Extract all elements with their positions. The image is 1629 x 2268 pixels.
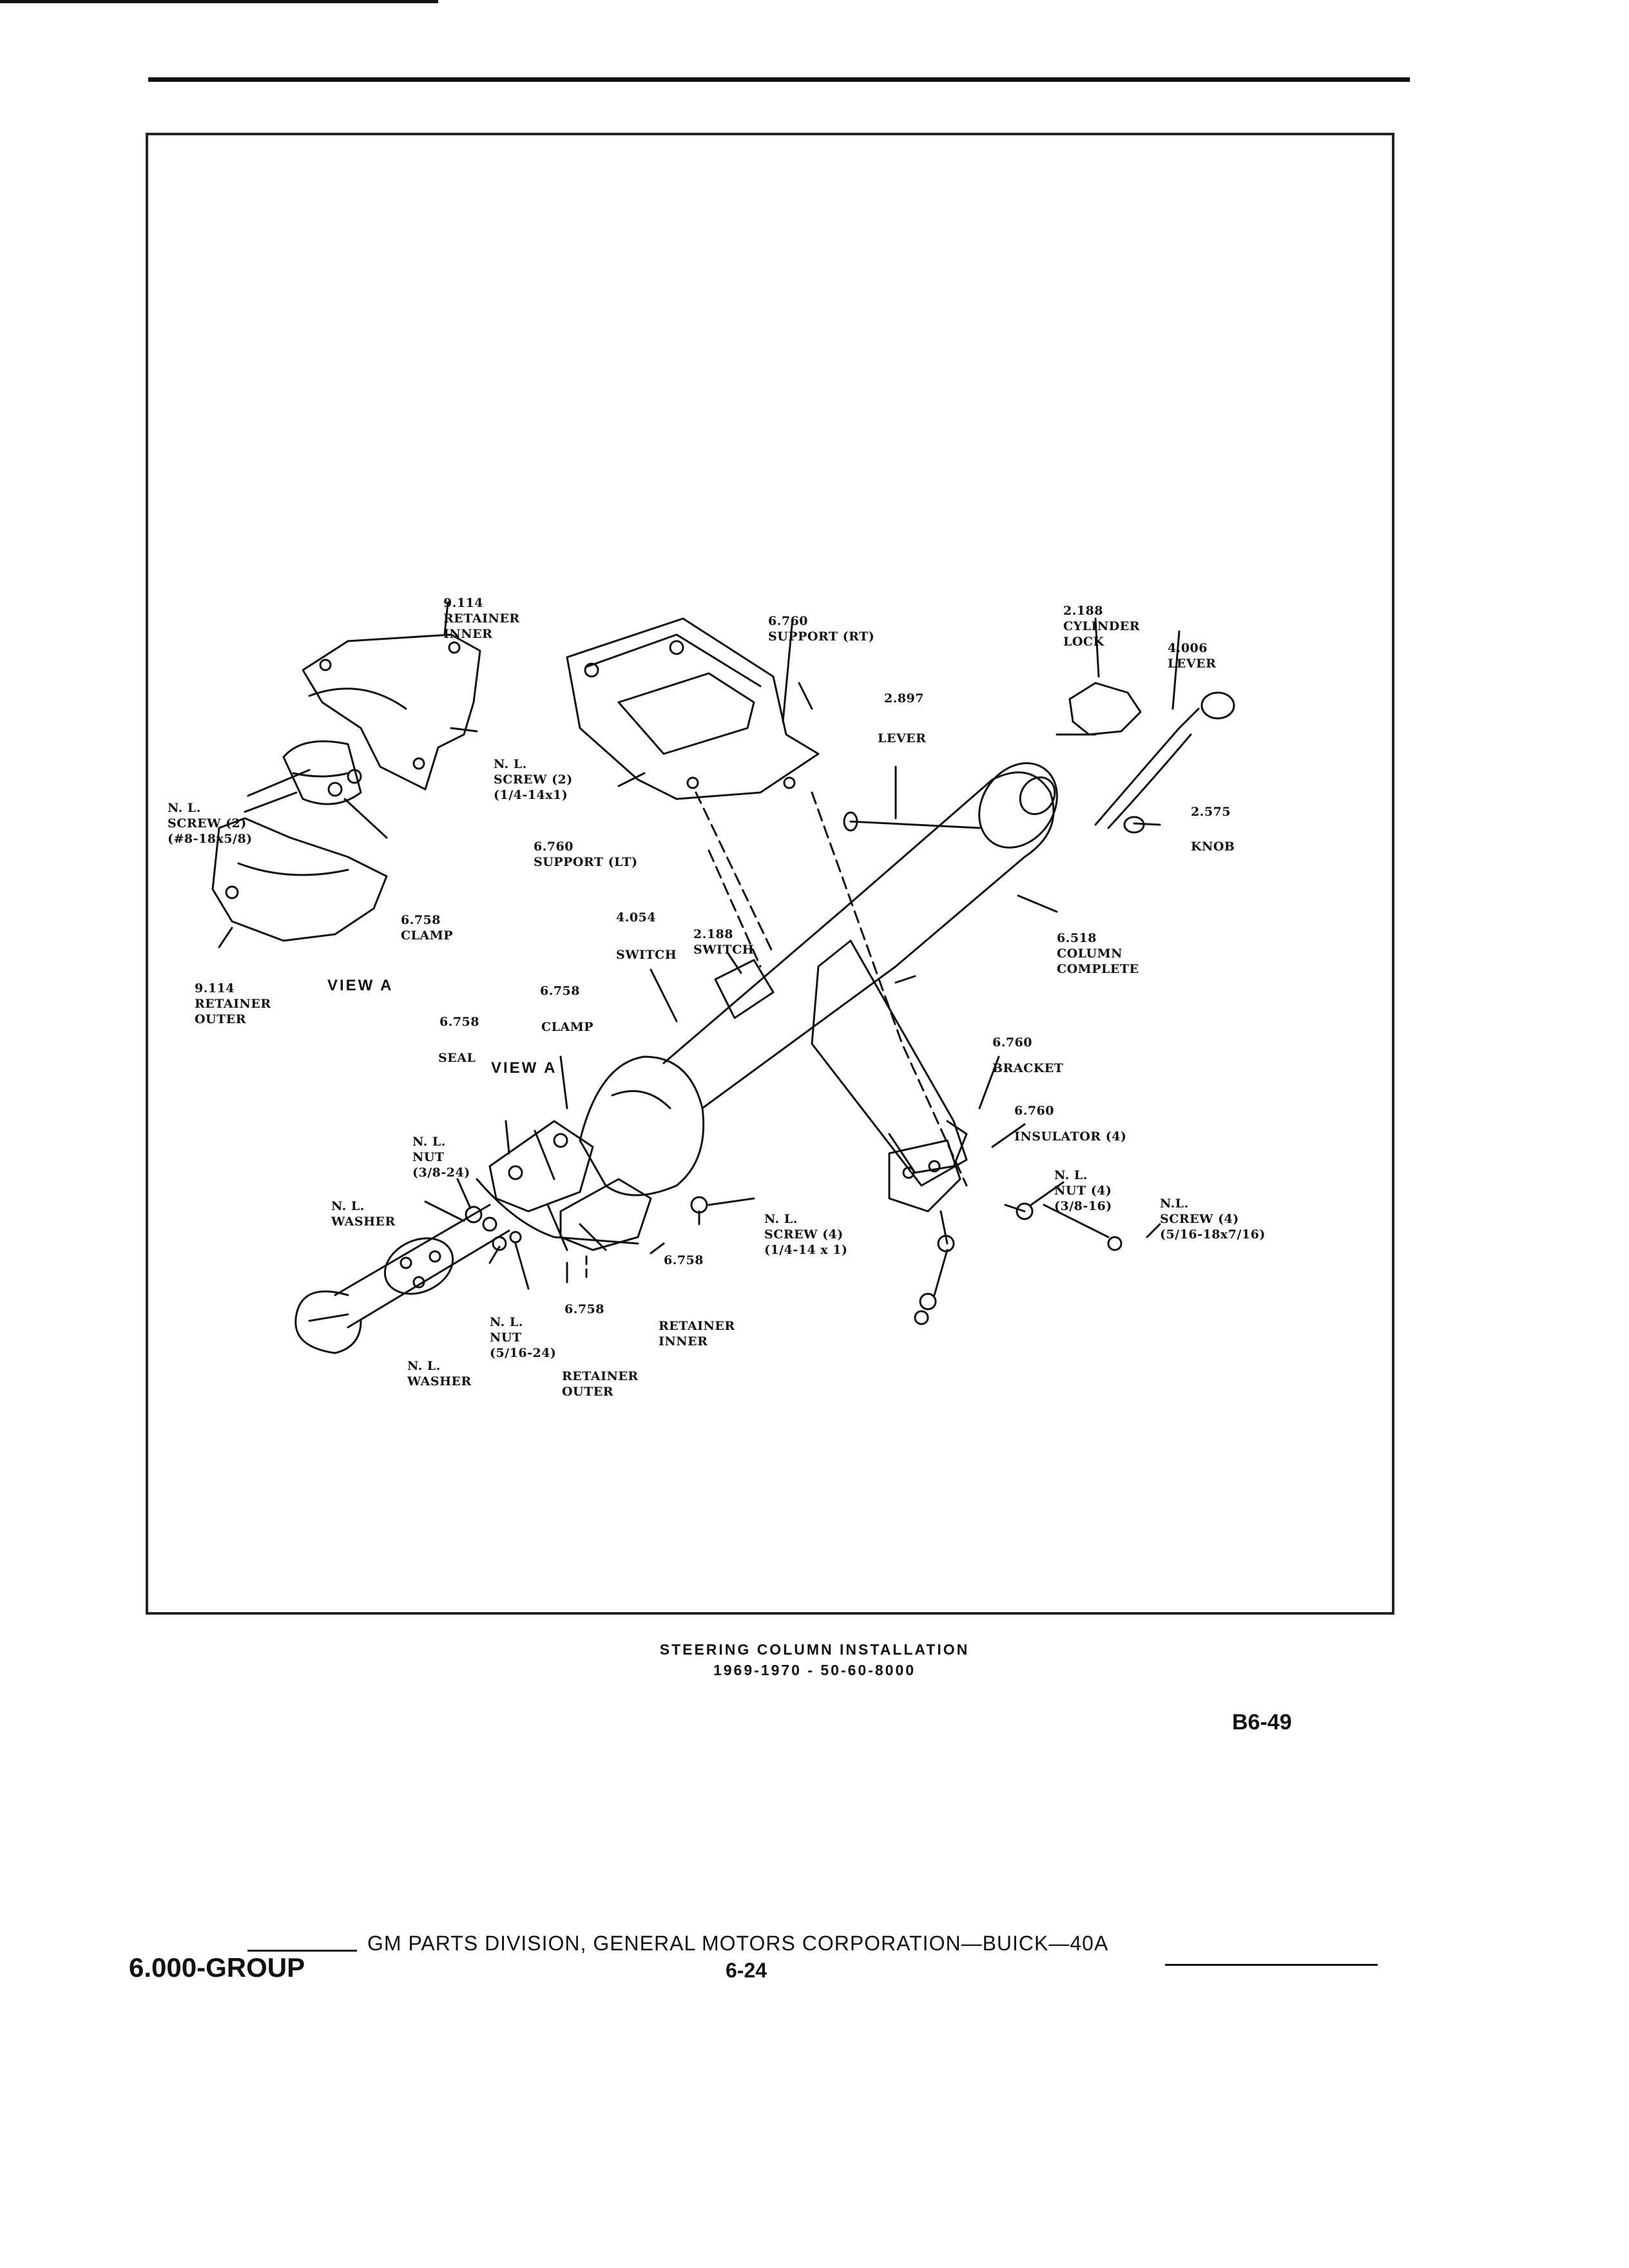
column-bracket <box>811 939 968 1187</box>
label-6758-a: 6.758 <box>540 984 580 998</box>
label-nl-washer-lower: N. L.WASHER <box>407 1359 472 1389</box>
retainer-outer-plate <box>211 817 388 942</box>
label-lever-mid: LEVER <box>878 731 927 745</box>
diagram-frame <box>146 133 1394 1615</box>
cylinder-lock-body <box>1068 682 1142 736</box>
label-nl-nut-516: N. L.NUT(5/16-24) <box>490 1315 557 1360</box>
label-nl-washer-upper: N. L.WASHER <box>331 1199 396 1229</box>
label-6758-c: 6.758 <box>664 1253 704 1267</box>
label-view-a-left: VIEW A <box>327 977 394 994</box>
label-seal: SEAL <box>438 1051 476 1065</box>
footer-rule-right <box>1165 1964 1378 1966</box>
label-nl-screw-left: N. L.SCREW (2)(#8-18x5/8) <box>168 801 253 846</box>
label-nl-screw-516: N.L.SCREW (4)(5/16-18x7/16) <box>1160 1196 1266 1242</box>
label-2897: 2.897 <box>884 691 924 706</box>
label-view-a-mid: VIEW A <box>491 1059 557 1077</box>
column-middle-tube <box>662 907 897 1110</box>
label-nl-nut-3824: N. L.NUT(3/8-24) <box>412 1135 470 1180</box>
column-upper-tube <box>843 771 1055 968</box>
label-6758-b: 6.758 <box>439 1015 479 1029</box>
insulator-block <box>888 1139 961 1213</box>
footer-division: GM PARTS DIVISION, GENERAL MOTORS CORPOR… <box>367 1932 1109 1955</box>
retainer-inner-plate <box>302 633 481 791</box>
footer-rule-left <box>247 1950 357 1952</box>
label-4054: 4.054 <box>616 910 656 925</box>
footer-page-number: 6-24 <box>726 1959 767 1982</box>
top-edge-rule <box>0 0 438 3</box>
column-lower-section <box>579 1055 705 1196</box>
figure-caption-title: STEERING COLUMN INSTALLATION <box>659 1641 970 1658</box>
label-clamp-mid: CLAMP <box>541 1020 594 1034</box>
footer-group-label: 6.000-GROUP <box>129 1952 305 1983</box>
figure-caption-subtitle: 1969-1970 - 50-60-8000 <box>713 1662 916 1678</box>
label-knob-number: 2.575 <box>1191 805 1231 819</box>
label-nl-screw-14: N. L.SCREW (4)(1/4-14 x 1) <box>764 1212 848 1257</box>
shift-lever <box>849 820 981 829</box>
page-code: B6-49 <box>1232 1710 1292 1735</box>
flex-coupling <box>383 1237 454 1295</box>
label-6758-d: 6.758 <box>564 1302 604 1316</box>
turn-signal-lever <box>1094 707 1200 826</box>
label-switch-4054: SWITCH <box>616 948 677 962</box>
label-nl-screw-upper: N. L.SCREW (2)(1/4-14x1) <box>494 757 573 802</box>
clamp-view-a <box>282 740 362 805</box>
label-knob: KNOB <box>1191 840 1235 854</box>
ignition-switch <box>714 959 775 1019</box>
label-nl-nut-3816: N. L.NUT (4)(3/8-16) <box>1054 1168 1112 1213</box>
support-bracket <box>566 617 820 800</box>
seal-plate <box>488 1120 594 1213</box>
header-rule <box>148 77 1410 82</box>
